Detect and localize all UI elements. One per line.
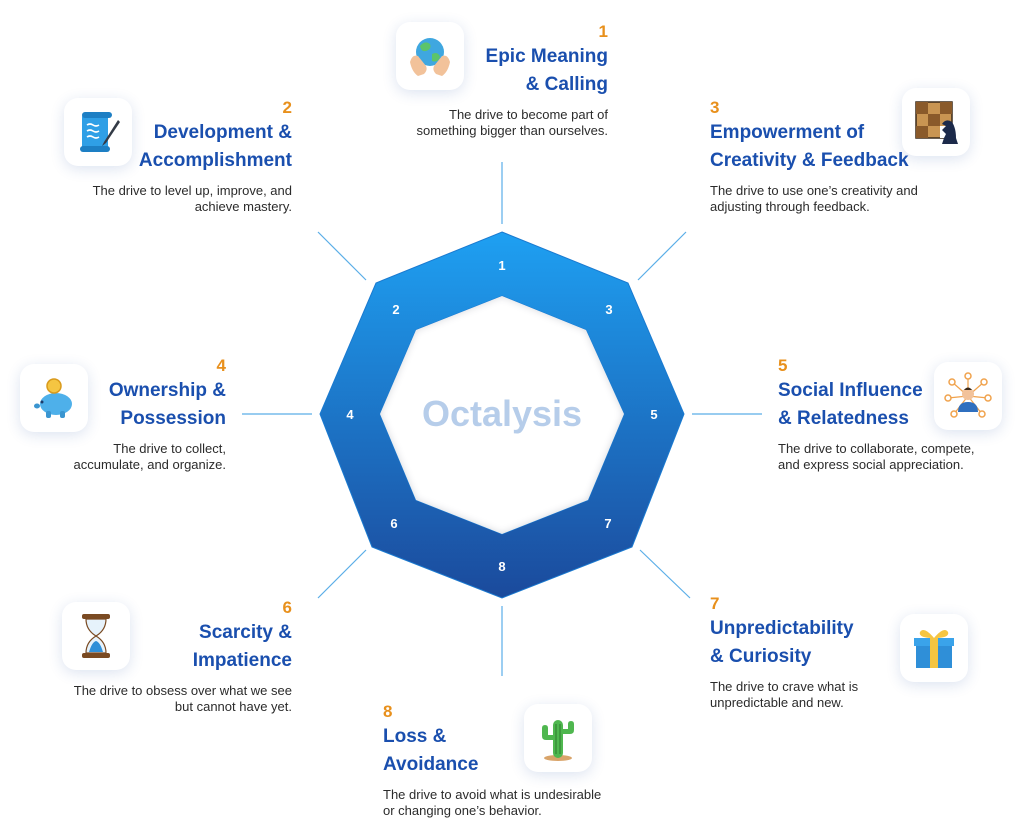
drive-7-description: The drive to crave what is unpredictable…	[710, 679, 859, 710]
drive-8: 8 Loss & Avoidance The drive to avoid wh…	[383, 702, 601, 819]
drive-2-title: Development & Accomplishment	[138, 122, 292, 171]
octagon-center	[380, 296, 624, 534]
connector-lines	[242, 162, 762, 676]
octagon-number-1: 1	[498, 258, 505, 273]
drive-3-number: 3	[710, 98, 720, 117]
octagon-number-4: 4	[346, 407, 354, 422]
drive-2-description: The drive to level up, improve, and achi…	[92, 183, 292, 214]
drive-4-number: 4	[216, 356, 226, 375]
octagon-number-2: 2	[392, 302, 399, 317]
drive-4-icon-card	[20, 364, 88, 432]
octagon-number-6: 6	[390, 516, 397, 531]
drive-8-description: The drive to avoid what is undesirable o…	[383, 787, 602, 818]
octagon-number-8: 8	[498, 559, 505, 574]
octagon-number-7: 7	[604, 516, 611, 531]
drive-2: 2 Development & Accomplishment The drive…	[93, 98, 292, 215]
drive-7-title: Unpredictability & Curiosity	[710, 618, 854, 667]
scroll-quill-icon	[80, 112, 120, 152]
drive-7-icon-card	[900, 614, 968, 682]
drive-3: 3 Empowerment of Creativity & Feedback T…	[710, 98, 918, 215]
gift-box-icon	[914, 630, 954, 668]
drive-6: 6 Scarcity & Impatience The drive to obs…	[74, 598, 292, 715]
drive-3-title: Empowerment of Creativity & Feedback	[710, 122, 909, 171]
drive-7-number: 7	[710, 594, 720, 613]
drive-1-icon-card	[396, 22, 464, 90]
connector-2	[317, 231, 367, 281]
drive-6-icon-card	[62, 602, 130, 670]
drive-5-description: The drive to collaborate, compete, and e…	[778, 441, 975, 472]
drive-8-title: Loss & Avoidance	[383, 726, 479, 775]
drive-7: 7 Unpredictability & Curiosity The drive…	[710, 594, 858, 711]
drive-4-description: The drive to collect, accumulate, and or…	[73, 441, 226, 472]
drive-5-title: Social Influence & Relatedness	[778, 380, 923, 429]
connector-3	[637, 231, 687, 281]
drive-6-description: The drive to obsess over what we see but…	[73, 683, 292, 714]
piggy-bank-icon	[34, 378, 72, 418]
earth-in-hands-icon	[410, 38, 450, 76]
octagon-number-3: 3	[605, 302, 612, 317]
drive-1-description: The drive to become part of something bi…	[416, 107, 608, 138]
drive-6-title: Scarcity & Impatience	[192, 622, 292, 671]
drive-2-icon-card	[64, 98, 132, 166]
drive-4: 4 Ownership & Possession The drive to co…	[74, 356, 226, 473]
cactus-icon	[542, 720, 574, 761]
drive-3-icon-card	[902, 88, 970, 156]
drive-1-title: Epic Meaning & Calling	[485, 46, 608, 95]
social-network-icon	[944, 372, 992, 418]
connector-6	[317, 549, 367, 599]
drive-5-number: 5	[778, 356, 788, 375]
drive-2-number: 2	[282, 98, 292, 117]
drive-1-number: 1	[598, 22, 608, 41]
connector-7	[639, 549, 691, 599]
drive-6-number: 6	[282, 598, 292, 617]
drive-4-title: Ownership & Possession	[108, 380, 226, 429]
drive-3-description: The drive to use one’s creativity and ad…	[710, 183, 918, 214]
drive-5-icon-card	[934, 362, 1002, 430]
octagon-number-5: 5	[650, 407, 657, 422]
drive-8-number: 8	[383, 702, 393, 721]
chess-board-icon	[915, 101, 958, 144]
drive-1: 1 Epic Meaning & Calling The drive to be…	[416, 22, 608, 139]
drive-5: 5 Social Influence & Relatedness The dri…	[778, 356, 975, 473]
drive-8-icon-card	[524, 704, 592, 772]
hourglass-icon	[82, 614, 110, 658]
center-label: Octalysis	[422, 393, 582, 434]
